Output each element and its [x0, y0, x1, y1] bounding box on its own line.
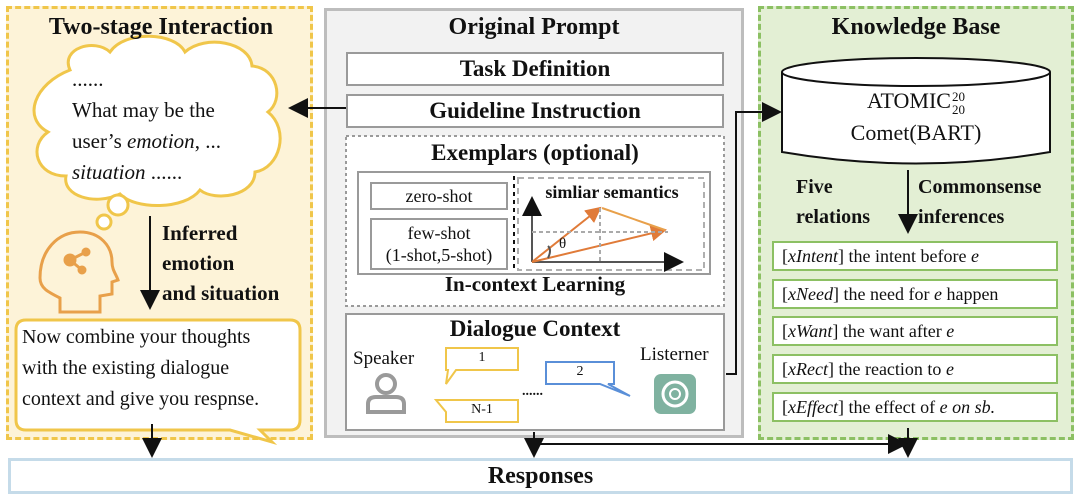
speech-line-1: Now combine your thoughts	[22, 326, 251, 348]
thought-line-3-pre: user’s	[72, 129, 128, 153]
atomic-base: ATOMIC	[867, 88, 951, 113]
theta-label: θ	[559, 236, 567, 252]
relation-suffix: happen	[941, 283, 999, 304]
thought-line-2: What may be the	[72, 98, 215, 122]
thought-text: ...... What may be the user’s emotion, .…	[72, 64, 221, 188]
speaker-icon	[366, 373, 406, 414]
few-shot-box: few-shot (1-shot,5-shot)	[370, 218, 508, 270]
thought-dot-small	[95, 213, 113, 231]
bubble-1-label: 1	[478, 350, 486, 365]
relation-event: e	[946, 320, 955, 341]
relation-tag: xIntent	[788, 245, 838, 266]
inferred-label-line-1: Inferred	[162, 221, 238, 245]
relation-tag: xNeed	[788, 283, 833, 304]
original-prompt-title: Original Prompt	[448, 14, 620, 40]
relation-event: e	[970, 245, 979, 266]
thought-emotion: emotion	[127, 129, 195, 153]
head-thinking-icon	[38, 230, 120, 314]
knowledge-base-title: Knowledge Base	[831, 14, 1001, 40]
relation-event: e	[933, 283, 942, 304]
few-shot-line-1: few-shot	[407, 223, 471, 243]
thought-line-3-post: , ...	[194, 129, 221, 153]
relation-text: the effect of	[843, 396, 940, 417]
relation-event: e	[945, 358, 954, 379]
relation-tag: xWant	[788, 320, 833, 341]
few-shot-line-2: (1-shot,5-shot)	[385, 245, 493, 265]
commonsense-line-1: Commonsense	[918, 176, 1042, 198]
thought-cloud	[32, 34, 282, 231]
vector-plot	[522, 196, 684, 272]
relation-xwant: [xWant] the want after e	[772, 316, 1058, 346]
dialogue-bubbles	[433, 347, 631, 423]
dialogue-context-title: Dialogue Context	[449, 316, 621, 341]
thought-line-3: user’s emotion, ...	[72, 126, 221, 157]
listener-icon	[654, 374, 696, 414]
thought-situation: situation	[72, 160, 146, 184]
thought-line-4-post: ......	[145, 160, 183, 184]
relation-tag: xEffect	[788, 396, 838, 417]
speech-bubble	[14, 318, 302, 446]
five-relations-line-2: relations	[796, 206, 871, 228]
relation-text: the intent before	[843, 245, 971, 266]
speech-text: Now combine your thoughts with the exist…	[22, 322, 259, 415]
inferred-label-line-3: and situation	[162, 281, 280, 305]
two-stage-interaction-title: Two-stage Interaction	[48, 14, 274, 40]
speech-line-2: with the existing dialogue	[22, 357, 230, 379]
thought-line-4: situation ......	[72, 157, 221, 188]
bubble-n-1-label: N-1	[471, 402, 493, 417]
relation-tag: xRect	[788, 358, 828, 379]
similar-semantics-label: simliar semantics	[545, 182, 679, 202]
exemplars-title: Exemplars (optional)	[431, 140, 639, 165]
bubble-2-label: 2	[576, 364, 584, 379]
in-context-learning-label: In-context Learning	[444, 272, 626, 296]
relation-event: e on sb.	[939, 396, 996, 417]
atomic-superscript: 20	[951, 88, 965, 104]
relation-xeffect: [xEffect] the effect of e on sb.	[772, 392, 1058, 422]
dialogue-ellipsis: ......	[522, 384, 543, 399]
inferred-label-line-2: emotion	[162, 251, 235, 275]
thought-dot-large	[106, 193, 130, 217]
relation-xrect: [xRect] the reaction to e	[772, 354, 1058, 384]
guideline-instruction-box: Guideline Instruction	[346, 94, 724, 128]
commonsense-inferences-label: Commonsense inferences	[918, 172, 1041, 232]
listener-label: Listerner	[640, 344, 709, 365]
comet-label: Comet(BART)	[850, 120, 982, 145]
relation-xintent: [xIntent] the intent before e	[772, 241, 1058, 271]
knowledge-database	[781, 57, 1051, 165]
inferred-label: Inferred emotion and situation	[162, 218, 279, 308]
relation-text: the need for	[838, 283, 934, 304]
responses-bar: Responses	[8, 458, 1073, 494]
speaker-label: Speaker	[353, 348, 415, 369]
relation-text: the want after	[838, 320, 947, 341]
five-relations-line-1: Five	[796, 176, 833, 198]
task-definition-box: Task Definition	[346, 52, 724, 86]
five-relations-label: Five relations	[796, 172, 870, 232]
commonsense-line-2: inferences	[918, 206, 1005, 228]
atomic-subscript: 20	[951, 101, 965, 117]
relation-text: the reaction to	[833, 358, 946, 379]
thought-line-1: ......	[72, 67, 104, 91]
zero-shot-box: zero-shot	[370, 182, 508, 210]
speech-line-3: context and give you respnse.	[22, 388, 260, 410]
relation-xneed: [xNeed] the need for e happen	[772, 279, 1058, 309]
